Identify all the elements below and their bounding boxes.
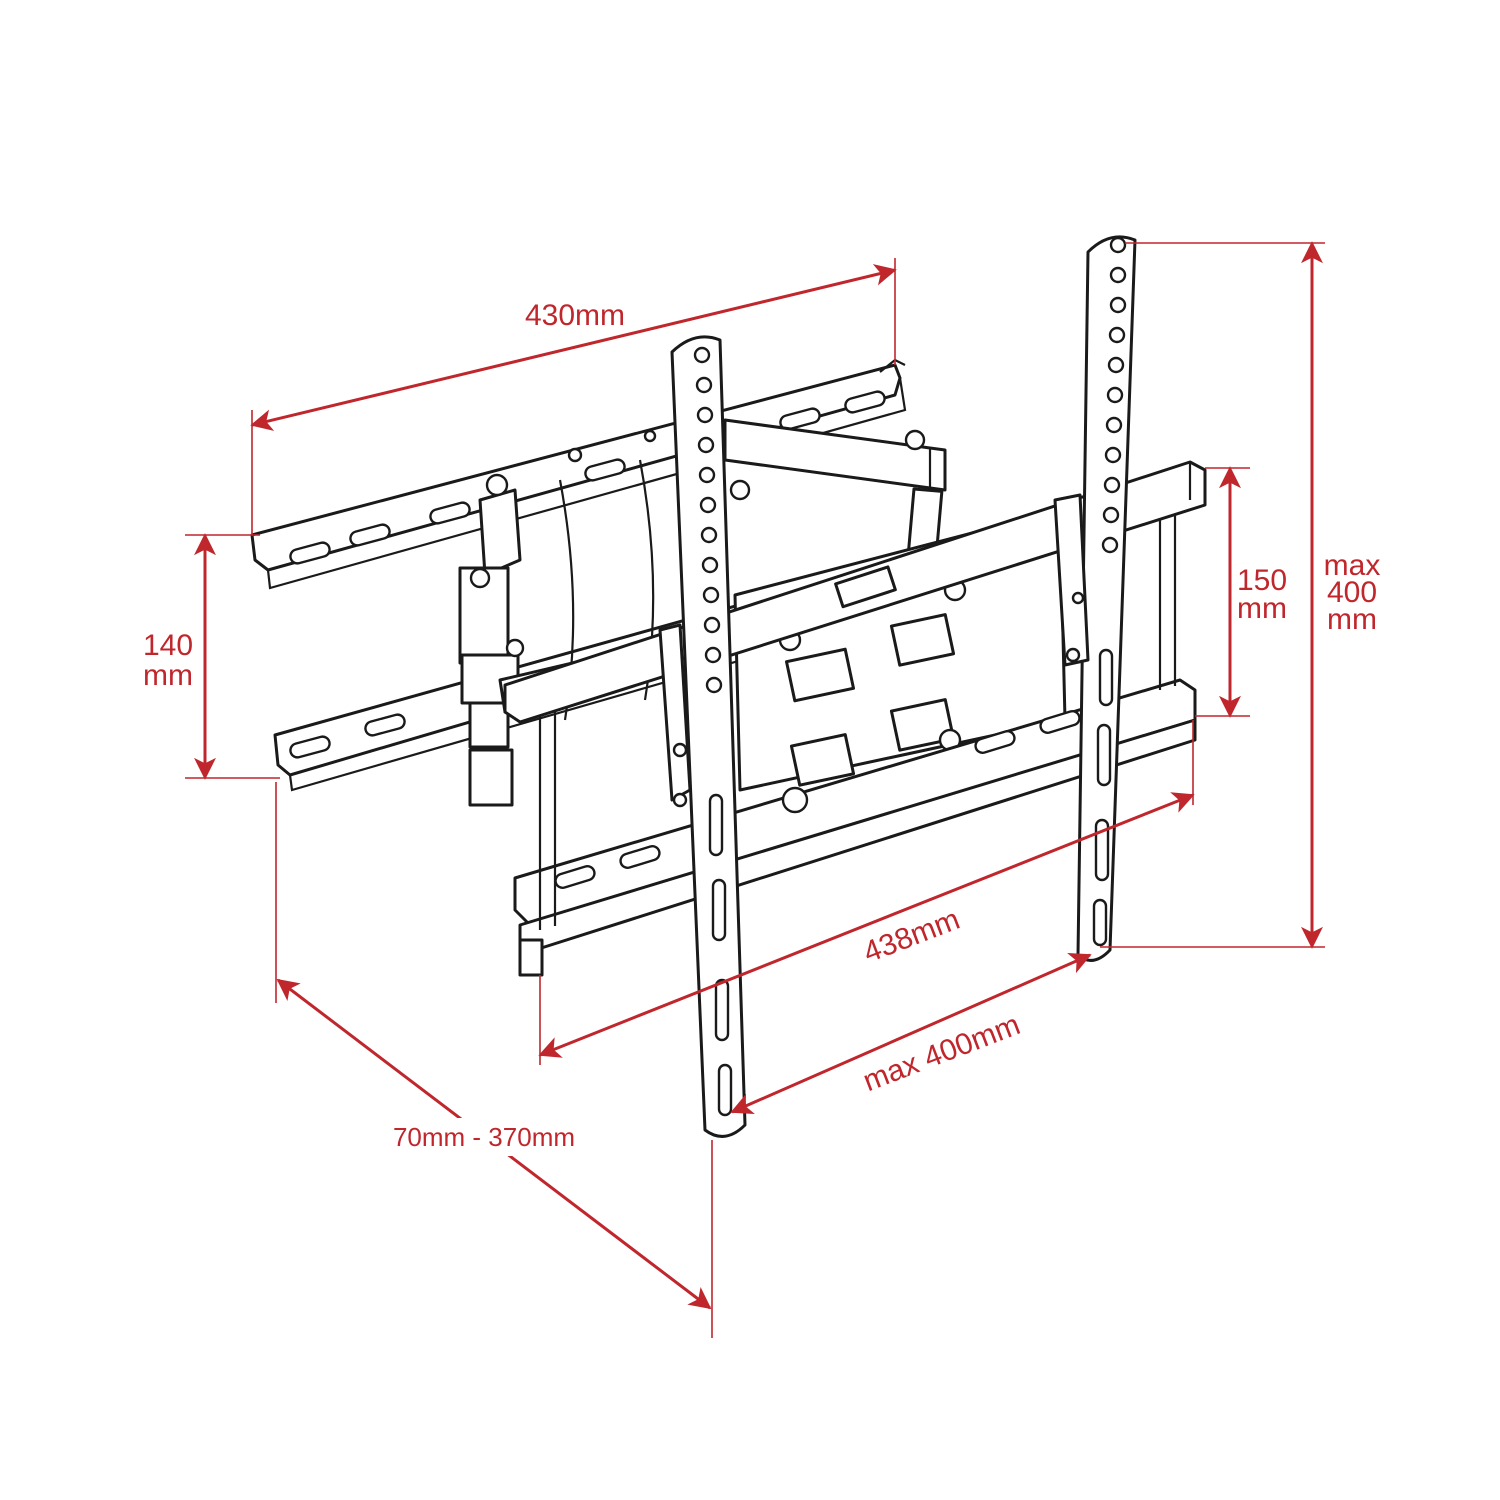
label-max-400-1: max <box>1324 549 1381 582</box>
label-150-unit: mm <box>1237 592 1287 625</box>
label-150: 150 <box>1237 564 1287 597</box>
dim-extension: 70mm - 370mm <box>275 782 713 1338</box>
label-430mm: 430mm <box>525 299 625 332</box>
vesa-bar-right <box>1053 235 1137 962</box>
front-swing-arm <box>458 473 525 807</box>
label-max-400-3: mm <box>1327 603 1377 636</box>
dim-wall-plate-width: 430mm <box>250 258 897 535</box>
wall-plate-upper-rail <box>250 358 907 590</box>
dim-max-vertical: max 400 mm <box>1100 241 1381 949</box>
label-max-400-2: 400 <box>1327 576 1377 609</box>
dim-wall-plate-height: 140 mm <box>143 533 280 780</box>
mount-drawing <box>250 235 1207 1138</box>
label-438mm: 438mm <box>859 903 964 970</box>
label-70-370mm: 70mm - 370mm <box>393 1122 575 1152</box>
label-140: 140 <box>143 629 193 662</box>
dim-max-horizontal: max 400mm <box>730 953 1092 1114</box>
dim-arm-height: 150 mm <box>1195 466 1287 718</box>
label-140-unit: mm <box>143 659 193 692</box>
support-rod-right <box>1158 515 1177 690</box>
center-bracket <box>733 508 1067 812</box>
